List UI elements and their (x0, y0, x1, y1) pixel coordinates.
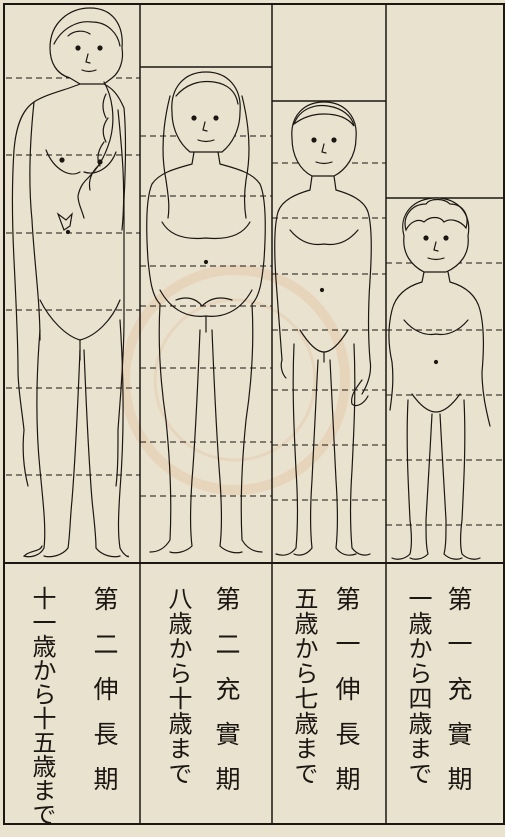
stage4-ages: 十一歳から十五歳まで (30, 586, 54, 826)
stage4-name: 第二伸長期 (92, 586, 117, 811)
figure-boy-7 (275, 102, 372, 555)
stage2-name: 第一伸長期 (334, 586, 359, 811)
stage3-ages: 八歳から十歳まで (166, 586, 190, 786)
figure-girl-15 (13, 8, 129, 557)
stage1-ages: 一歳から四歳まで (406, 586, 430, 786)
stage3-name: 第二充實期 (214, 586, 239, 811)
stamp-inner-ring (155, 300, 315, 460)
stamp-ring (125, 270, 345, 490)
stage2-ages: 五歳から七歳まで (292, 586, 316, 786)
figure-girl-10 (147, 72, 265, 553)
figure-child-4 (389, 198, 490, 559)
stage1-name: 第一充實期 (446, 586, 471, 811)
